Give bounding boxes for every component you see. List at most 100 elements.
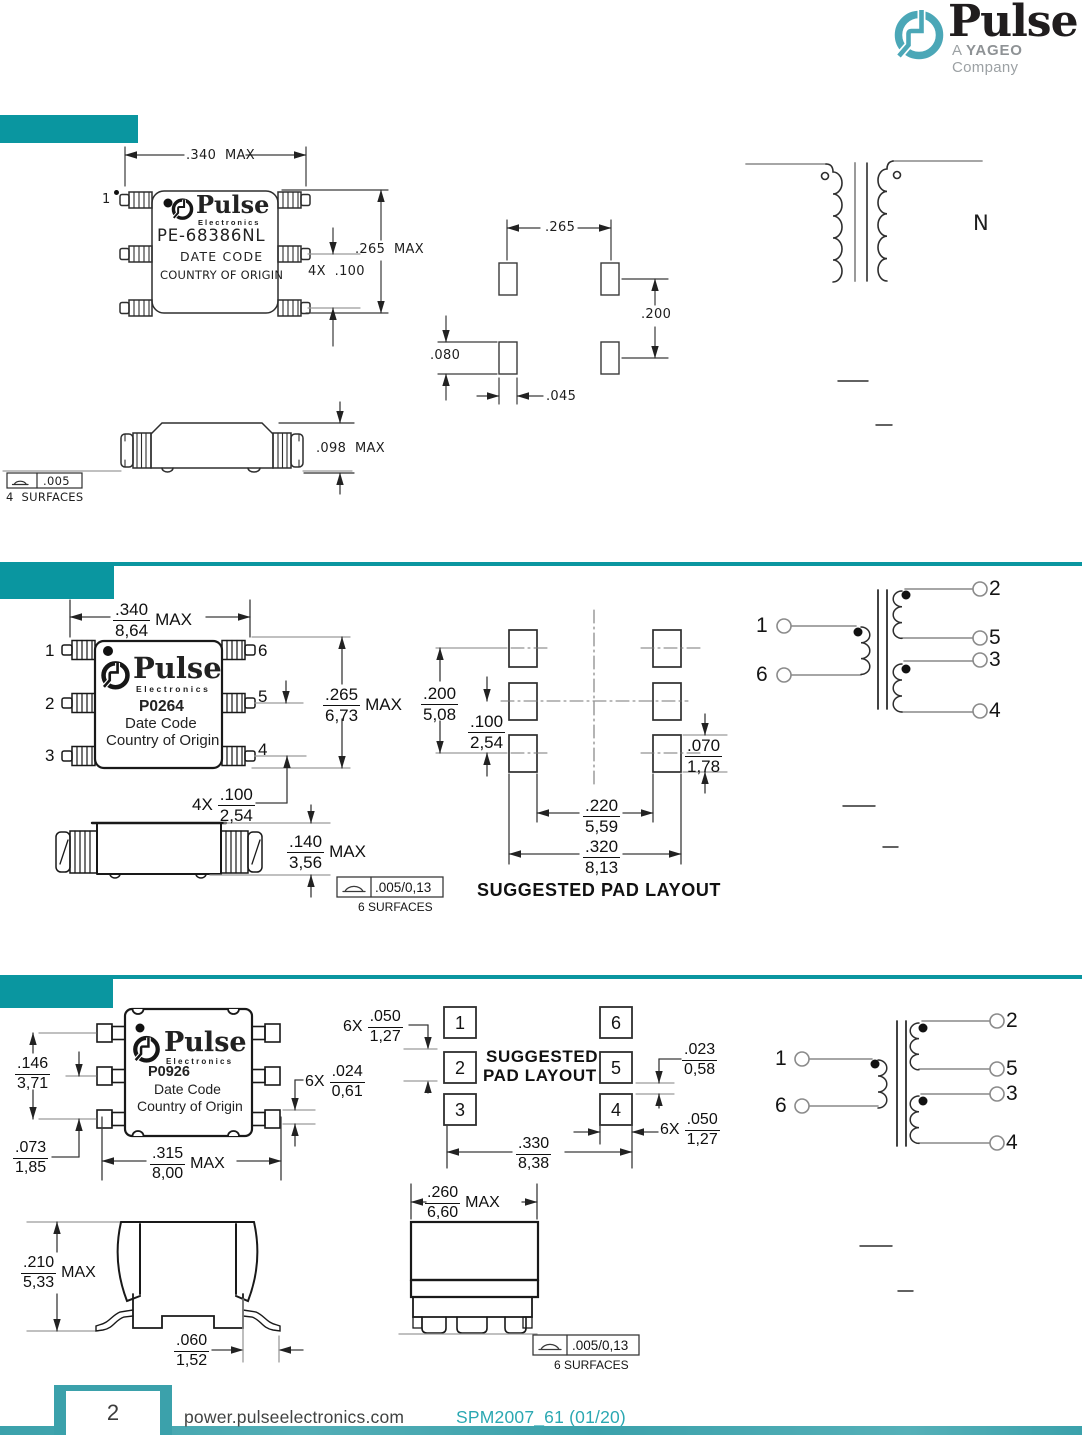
s3-sch-pin-6: 6: [775, 1094, 787, 1117]
dim-mm: 3,71: [17, 1074, 49, 1092]
s2-pin-label-1: 1: [45, 641, 55, 660]
dim-mm: 6,73: [325, 705, 359, 725]
s2-part-logo-sub: Electronics: [136, 684, 211, 694]
s2-pad-layout-title: SUGGESTED PAD LAYOUT: [477, 880, 722, 900]
s3-pad-4: 4: [611, 1100, 622, 1120]
s2-country: Country of Origin: [106, 732, 220, 749]
s1-side-view: [2, 401, 355, 495]
dim-inches: .070: [685, 736, 723, 757]
s2-sch-pin-2: 2: [989, 577, 1001, 600]
dim-mm: 0,61: [331, 1082, 363, 1100]
dim-inches: .060: [174, 1332, 210, 1352]
footer-website-link[interactable]: power.pulseelectronics.com: [184, 1407, 405, 1427]
dim-mm: 1,27: [369, 1027, 401, 1045]
dim-mm: 5,33: [23, 1273, 55, 1291]
dim-inches: .073: [13, 1139, 49, 1159]
dim-mm: 8,64: [115, 620, 149, 640]
s2-sch-pin-3: 3: [989, 648, 1001, 671]
dim-inches: .320: [583, 837, 621, 858]
dim-mm: 8,00: [152, 1164, 184, 1182]
dim-mm: 1,78: [687, 756, 721, 776]
dim-inches: .330: [516, 1135, 552, 1155]
s3-sch-pin-3: 3: [1006, 1082, 1018, 1105]
s2-surfaces-note: 6 SURFACES: [358, 900, 433, 914]
s3-pad-layout: [443, 1006, 682, 1169]
s1-part-number: PE-68386NL: [157, 226, 266, 245]
s1-part-logo-sub: Electronics: [198, 218, 261, 227]
s2-pin-label-6: 6: [258, 641, 268, 660]
s2-sch-pin-1: 1: [756, 614, 768, 637]
s1-dim-width: .340 MAX: [186, 148, 255, 163]
section1-header-bar: [0, 115, 138, 143]
s3-pad-2: 2: [455, 1058, 466, 1078]
s2-sch-pin-4: 4: [989, 699, 1001, 722]
dim-inches: .146: [15, 1055, 51, 1075]
s1-pad-height: .080: [430, 348, 461, 363]
dim-mm: 8,13: [585, 857, 619, 877]
s1-date-code: DATE CODE: [180, 249, 264, 264]
dim-suffix: MAX: [329, 842, 366, 862]
brand-wordmark: Pulse: [948, 0, 1079, 47]
dim-inches: .210: [21, 1254, 57, 1274]
tagline-a: A: [952, 42, 962, 59]
s2-pin-label-2: 2: [45, 694, 55, 713]
dim-suffix: MAX: [190, 1155, 225, 1173]
section3-header-rule: [0, 975, 1082, 979]
dim-mm: 0,58: [684, 1060, 716, 1078]
dim-inches: .050: [367, 1008, 403, 1028]
dim-inches: .260: [425, 1184, 461, 1204]
dim-mm: 5,08: [423, 704, 457, 724]
s3-dimensions: [29, 1024, 438, 1181]
s2-date-code: Date Code: [125, 715, 197, 732]
dim-inches: .315: [150, 1145, 186, 1165]
s1-flatness-value: .005: [43, 474, 70, 488]
page-number: 2: [106, 1400, 120, 1425]
dim-inches: .050: [684, 1111, 720, 1131]
s3-pad-5: 5: [611, 1058, 622, 1078]
brand-tagline: A YAGEO Company: [952, 42, 1082, 76]
dim-mm: 2,54: [470, 732, 504, 752]
s2-part-logo-icon: [101, 661, 130, 690]
dim-mm: 3,56: [289, 852, 323, 872]
s1-pad-span: .265: [545, 220, 576, 235]
tagline-company: Company: [952, 59, 1019, 76]
s3-sch-pin-2: 2: [1006, 1009, 1018, 1032]
footer-page-box: 2: [66, 1391, 160, 1442]
dim-inches: .340: [113, 600, 151, 621]
dim-inches: .023: [682, 1041, 718, 1061]
s2-pin-label-4: 4: [258, 740, 268, 759]
s3-pad-layout-title-1: SUGGESTED: [486, 1047, 599, 1066]
s1-schematic: [745, 160, 983, 426]
dim-prefix: 4X: [192, 795, 213, 815]
s1-dim-profile: .098 MAX: [316, 441, 385, 456]
s3-part-number: P0926: [148, 1064, 190, 1080]
s3-schematic: [794, 1013, 1005, 1292]
dim-prefix: 6X: [660, 1121, 680, 1139]
section3-header-bar: [0, 975, 113, 1008]
dim-mm: 5,59: [585, 816, 619, 836]
footer-doc-reference: SPM2007_61 (01/20): [456, 1407, 626, 1427]
s3-side-view-end: [398, 1183, 640, 1356]
s2-pad-layout: [435, 609, 728, 865]
s3-pad-1: 1: [455, 1013, 466, 1033]
s3-country: Country of Origin: [137, 1098, 243, 1114]
footer-tab-top: [54, 1385, 172, 1391]
dim-mm: 1,27: [686, 1130, 718, 1148]
s1-pad-row: .200: [641, 307, 672, 322]
s1-flatness-callout: [6, 472, 83, 489]
s2-flatness-callout: [336, 876, 444, 898]
pulse-logo-icon: [894, 10, 944, 60]
s1-dim-pitch: 4X .100: [308, 264, 365, 279]
dim-suffix: MAX: [365, 695, 402, 715]
dim-suffix: MAX: [155, 610, 192, 630]
s3-pad-6: 6: [611, 1013, 622, 1033]
